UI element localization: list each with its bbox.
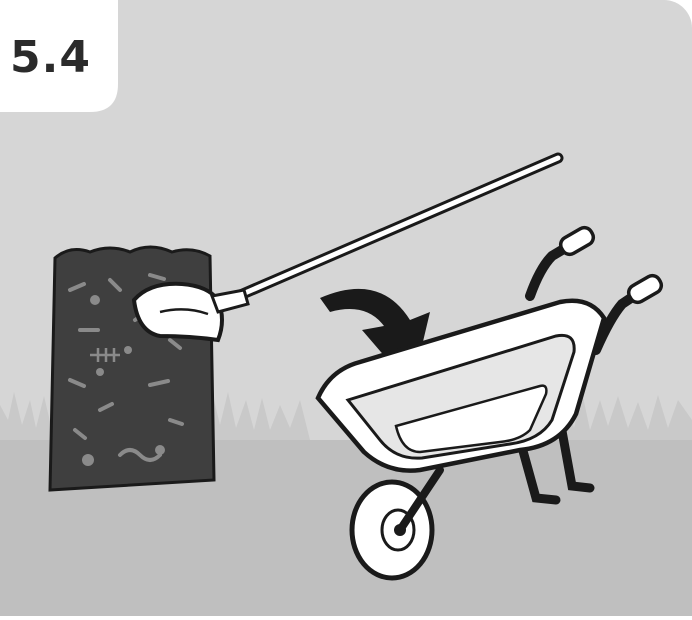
step-number: 5.4: [10, 32, 120, 83]
